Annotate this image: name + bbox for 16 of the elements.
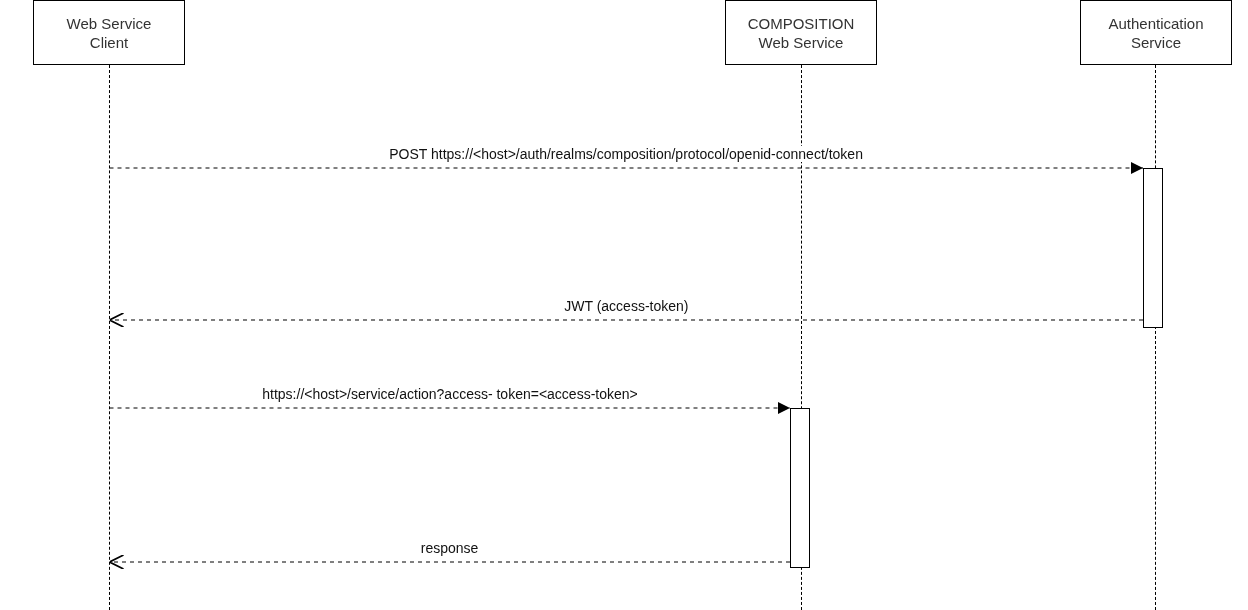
participant-box: [33, 0, 185, 65]
participant-box: [725, 0, 877, 65]
message-arrow: [109, 402, 791, 414]
lifeline: [109, 65, 110, 610]
activation-bar: [790, 408, 810, 568]
edge-label: POST https://<host>/auth/realms/composition/protocol/openid-connect/token: [387, 146, 865, 162]
participant-name: Authentication Service: [1107, 13, 1205, 52]
edge-label: https://<host>/service/action?access- token=<access-token>: [260, 386, 640, 402]
activation-bar: [1143, 168, 1163, 328]
message-arrow: [108, 554, 791, 570]
participant-name: COMPOSITION Web Service: [746, 13, 856, 52]
message-arrow: [108, 312, 1144, 328]
message-arrow: [109, 162, 1144, 174]
participant-box: [1080, 0, 1232, 65]
edge-label: JWT (access-token): [562, 298, 691, 314]
participant-name: Web Service Client: [65, 13, 153, 52]
